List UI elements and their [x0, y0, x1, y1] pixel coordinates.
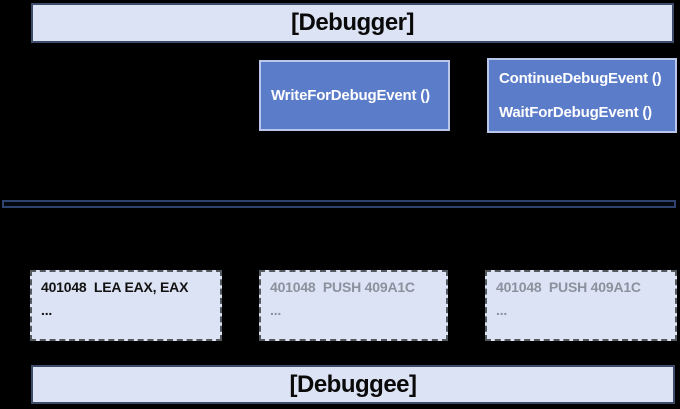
api-call-label: WriteForDebugEvent () [271, 87, 430, 104]
disassembly-line: 401048 LEA EAX, EAX [41, 279, 189, 295]
api-call-label: WaitForDebugEvent () [499, 104, 652, 121]
debugger-bar: [Debugger] [31, 3, 674, 43]
disassembly-line: 401048 PUSH 409A1C [496, 279, 641, 295]
disassembly-ellipsis: ... [41, 302, 53, 319]
debuggee-label: [Debuggee] [289, 370, 418, 398]
disassembly-ellipsis: ... [270, 302, 282, 319]
api-box-write-for-debug-event: WriteForDebugEvent () [259, 60, 450, 131]
api-call-label: ContinueDebugEvent () [499, 70, 662, 87]
disassembly-ellipsis: ... [496, 302, 508, 319]
debugger-label: [Debugger] [291, 9, 415, 36]
disassembly-box-patched-1: 401048 PUSH 409A1C ... [259, 270, 448, 341]
disassembly-line: 401048 PUSH 409A1C [270, 279, 415, 295]
api-box-debug-event-loop: ContinueDebugEvent () WaitForDebugEvent … [487, 58, 677, 133]
disassembly-box-patched-2: 401048 PUSH 409A1C ... [485, 270, 677, 341]
process-boundary-divider [2, 200, 676, 208]
debuggee-bar: [Debuggee] [31, 365, 675, 404]
disassembly-box-original: 401048 LEA EAX, EAX ... [30, 270, 222, 341]
